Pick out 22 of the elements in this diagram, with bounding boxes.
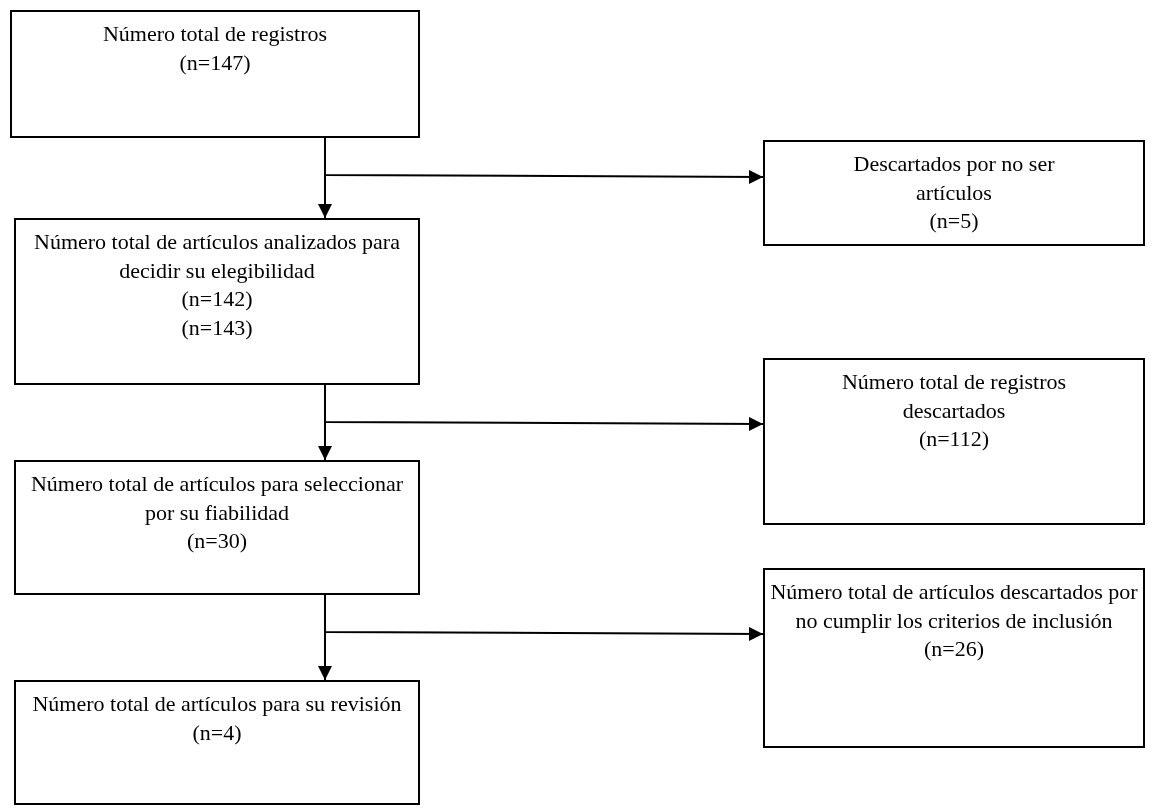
box-text: (n=30) [186, 527, 248, 556]
box-text: Descartados por no ser artículos [852, 150, 1056, 207]
box-text: (n=4) [192, 718, 242, 747]
box-text: Número total de registros descartados [840, 368, 1068, 425]
process-box [10, 10, 420, 138]
process-box [14, 460, 420, 595]
box-text: (n=143) [181, 313, 253, 342]
process-box [763, 568, 1145, 748]
process-box [14, 218, 420, 385]
box-text: Número total de artículos analizados para decidir su elegibilidad [33, 228, 401, 285]
process-box [763, 358, 1145, 525]
box-text: (n=26) [923, 635, 985, 664]
box-text: Número total de registros [102, 20, 328, 48]
process-box [763, 140, 1145, 246]
box-text: (n=5) [929, 207, 979, 236]
box-text: (n=147) [179, 48, 251, 77]
box-text: (n=112) [918, 425, 990, 454]
box-text: (n=142) [181, 285, 253, 314]
process-box [14, 680, 420, 805]
box-text: Número total de artículos para su revisión [32, 690, 402, 718]
box-text: Número total de artículos descartados por no cumplir los criterios de inclusión [769, 578, 1139, 635]
box-text: Número total de artículos para seleccionar por su fiabilidad [30, 470, 404, 527]
